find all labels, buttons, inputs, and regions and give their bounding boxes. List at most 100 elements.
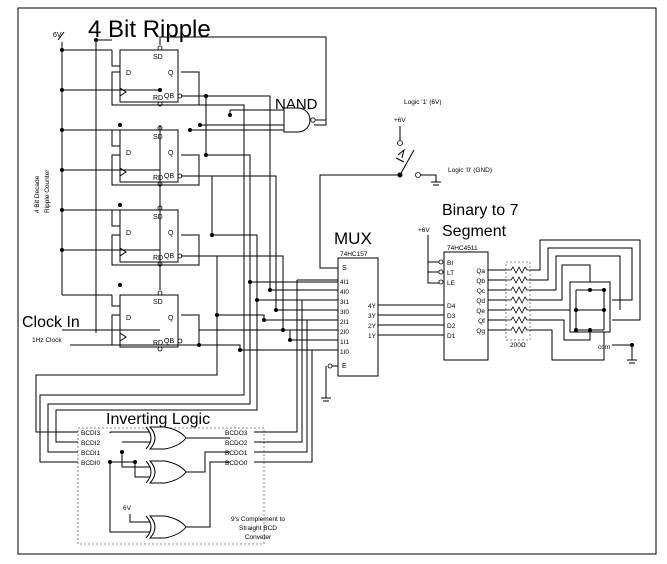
xor-gate-2 xyxy=(145,460,187,484)
decoder-input-d1: D1 xyxy=(447,333,456,340)
mux-output-1y: 1Y xyxy=(368,333,377,340)
resistor-label: 200Ω xyxy=(510,342,526,349)
title-decoder-2: Segment xyxy=(442,223,507,240)
mux-input-1i1: 1I1 xyxy=(340,339,349,346)
inverter-output-bcdo0: BCDO0 xyxy=(225,460,248,467)
ff-pin-qb: QB xyxy=(164,173,174,180)
mux-input-3i1: 3I1 xyxy=(340,299,349,306)
decoder-output-qa: Qa xyxy=(476,268,485,275)
ff-pin-sd: SD xyxy=(153,54,163,61)
mux-input-2i0: 2I0 xyxy=(340,329,349,336)
logic1-label: Logic '1' (6V) xyxy=(404,99,442,106)
mux-input-4i0: 4I0 xyxy=(340,289,349,296)
counter-wiring xyxy=(61,36,327,346)
mux-pin-e: E xyxy=(342,363,347,370)
ff-pin-q: Q xyxy=(168,230,174,237)
resistor-4 xyxy=(506,296,530,304)
mux-output-4y: 4Y xyxy=(368,303,377,310)
inverter-input-bcdi0: BCDI0 xyxy=(81,460,101,467)
supply-top-label: 6V xyxy=(53,32,62,39)
counter-side-label-2: Ripple Counter xyxy=(44,169,51,213)
switch-supply-label: +6V xyxy=(394,117,406,124)
converter-caption-1: 9's Complement to xyxy=(231,516,285,523)
ff-pin-sd: SD xyxy=(153,214,163,221)
converter-caption-3: Conveter xyxy=(245,534,272,541)
resistor-5 xyxy=(506,306,530,314)
decoder-output-qf: Qf xyxy=(478,318,485,325)
resistor-6 xyxy=(506,316,530,324)
decoder-part-label: 74HC4511 xyxy=(447,245,478,252)
converter-caption-2: Straight BCD xyxy=(239,525,277,532)
decoder-pin-le: LE xyxy=(447,280,456,287)
ff-pin-d: D xyxy=(126,230,131,237)
mux-output-3y: 3Y xyxy=(368,313,377,320)
decoder-output-qg: Qg xyxy=(476,328,485,335)
mux-input-4i1: 4I1 xyxy=(340,279,349,286)
resistor-network xyxy=(505,261,531,341)
decoder-output-qc: Qc xyxy=(477,288,486,295)
mux-input-2i1: 2I1 xyxy=(340,319,349,326)
flipflop-2: SD RD D Q QB xyxy=(119,125,183,187)
seven-segment-display: com xyxy=(569,281,611,351)
decoder-output-qe: Qe xyxy=(476,308,485,315)
flipflop-3: SD RD D Q QB xyxy=(119,205,183,267)
ff-pin-rd: RD xyxy=(153,175,163,182)
decoder-input-d3: D3 xyxy=(447,313,456,320)
resistor-3 xyxy=(506,286,530,294)
ff-pin-q: Q xyxy=(168,315,174,322)
decoder-output-qb: Qb xyxy=(476,278,485,285)
ff-pin-rd: RD xyxy=(153,255,163,262)
decoder-input-d4: D4 xyxy=(447,303,456,310)
title-clock-in: Clock In xyxy=(22,314,80,331)
decoder-input-d2: D2 xyxy=(447,323,456,330)
mux-pin-s: S xyxy=(342,265,347,272)
ff-pin-d: D xyxy=(126,315,131,322)
title-inverting: Inverting Logic xyxy=(106,411,210,428)
decoder-supply-label: +6V xyxy=(418,227,430,234)
decoder-pin-bi: BI xyxy=(447,260,453,267)
ff-pin-rd: RD xyxy=(153,95,163,102)
inverter-supply-label: 6V xyxy=(123,505,132,512)
resistor-7 xyxy=(506,326,530,334)
inverter-input-bcdi3: BCDI3 xyxy=(81,430,101,437)
title-ripple: 4 Bit Ripple xyxy=(88,16,211,43)
switch-lever xyxy=(395,149,415,176)
ff-pin-q: Q xyxy=(168,70,174,77)
ff-pin-d: D xyxy=(126,150,131,157)
mux-output-2y: 2Y xyxy=(368,323,377,330)
inverter-output-bcdo2: BCDO2 xyxy=(225,440,248,447)
ff-pin-sd: SD xyxy=(153,134,163,141)
decoder-output-qd: Qd xyxy=(476,298,485,305)
inverter-input-bcdi1: BCDI1 xyxy=(81,450,101,457)
mux-input-3i0: 3I0 xyxy=(340,309,349,316)
title-decoder: Binary to 7 xyxy=(442,202,519,219)
decoder-pin-lt: LT xyxy=(447,270,454,277)
inverter-input-bcdi2: BCDI2 xyxy=(81,440,101,447)
ff-pin-qb: QB xyxy=(164,253,174,260)
inverter-output-bcdo1: BCDO1 xyxy=(225,450,248,457)
flipflop-1: SD RD D Q QB xyxy=(119,45,183,107)
resistor-1 xyxy=(506,266,530,274)
nand-gate xyxy=(283,107,311,133)
junctions xyxy=(60,38,292,352)
xor-gate-1 xyxy=(145,426,187,450)
counter-side-label-1: 4 Bit Decade xyxy=(34,175,41,213)
xor-gate-3 xyxy=(145,515,187,539)
resistor-2 xyxy=(506,276,530,284)
logic0-label: Logic '0' (GND) xyxy=(448,167,492,174)
frame xyxy=(17,7,657,555)
ff-pin-qb: QB xyxy=(164,338,174,345)
ff-pin-qb: QB xyxy=(164,93,174,100)
ff-pin-d: D xyxy=(126,70,131,77)
ff-pin-rd: RD xyxy=(153,340,163,347)
mux-input-1i0: 1I0 xyxy=(340,349,349,356)
title-mux: MUX xyxy=(334,229,372,248)
clock-source-label: 1Hz Clock xyxy=(32,337,62,344)
inverter-output-bcdo3: BCDO3 xyxy=(225,430,248,437)
ff-pin-q: Q xyxy=(168,150,174,157)
